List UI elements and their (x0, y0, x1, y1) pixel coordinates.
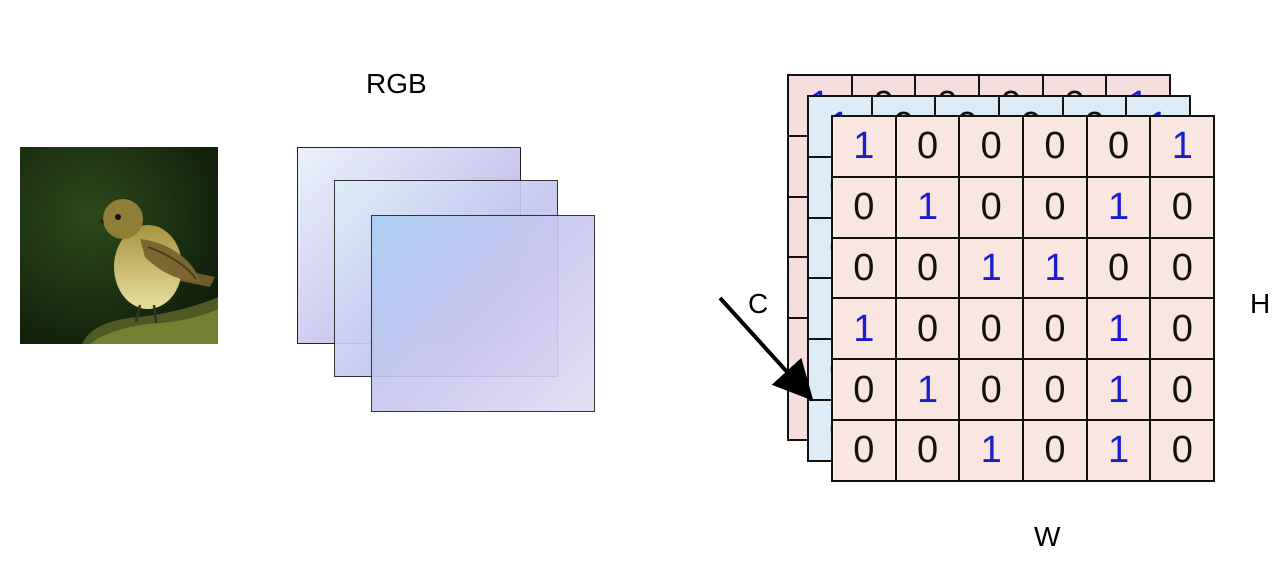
matrix-cell: 1 (832, 116, 896, 177)
matrix-cell: 0 (832, 419, 896, 481)
matrix-cell: 1 (1086, 359, 1151, 420)
matrix-cell: 0 (895, 116, 960, 177)
matrix-cell: 0 (1023, 419, 1087, 481)
matrix-cell: 0 (959, 359, 1024, 420)
matrix-cell: 0 (959, 176, 1024, 238)
matrix-cell: 0 (832, 237, 896, 299)
width-axis-label: W (1034, 521, 1061, 552)
matrix-cell: 1 (1086, 298, 1151, 360)
matrix-cell: 0 (959, 116, 1024, 177)
matrix-cell: 1 (895, 176, 960, 238)
matrix-cell: 1 (832, 298, 896, 360)
matrix-cell: 1 (959, 237, 1024, 299)
matrix-cell: 0 (1150, 419, 1215, 481)
matrix-cell: 0 (895, 419, 960, 481)
matrix-cell: 1 (1023, 237, 1087, 299)
matrix-cell: 0 (959, 298, 1024, 360)
matrix-cell: 0 (1023, 298, 1087, 360)
matrix-cell: 1 (895, 359, 960, 420)
matrix-cell: 1 (1086, 176, 1151, 238)
matrix-cell: 0 (1023, 176, 1087, 238)
matrix-cell: 0 (1086, 116, 1151, 177)
matrix-cell: 1 (959, 419, 1024, 481)
matrix-cell: 0 (1150, 176, 1215, 238)
rgb-label: RGB (366, 68, 427, 99)
matrix-cell: 0 (832, 359, 896, 420)
matrix-cell: 0 (895, 237, 960, 299)
matrix-cell: 1 (1150, 116, 1215, 177)
matrix-cell: 0 (895, 298, 960, 360)
matrix-cell: 0 (1086, 237, 1151, 299)
matrix-cell: 0 (1150, 359, 1215, 420)
matrix-cell: 1 (1086, 419, 1151, 481)
bird-photo (20, 147, 218, 344)
matrix-cell: 0 (1023, 116, 1087, 177)
channel-axis-label: C (748, 288, 769, 319)
rgb-plane-front (371, 215, 595, 412)
matrix-cell: 0 (1150, 237, 1215, 299)
matrix-cell: 0 (1150, 298, 1215, 360)
matrix-cell: 0 (1023, 359, 1087, 420)
matrix-cell: 0 (832, 176, 896, 238)
height-axis-label: H (1250, 288, 1271, 319)
